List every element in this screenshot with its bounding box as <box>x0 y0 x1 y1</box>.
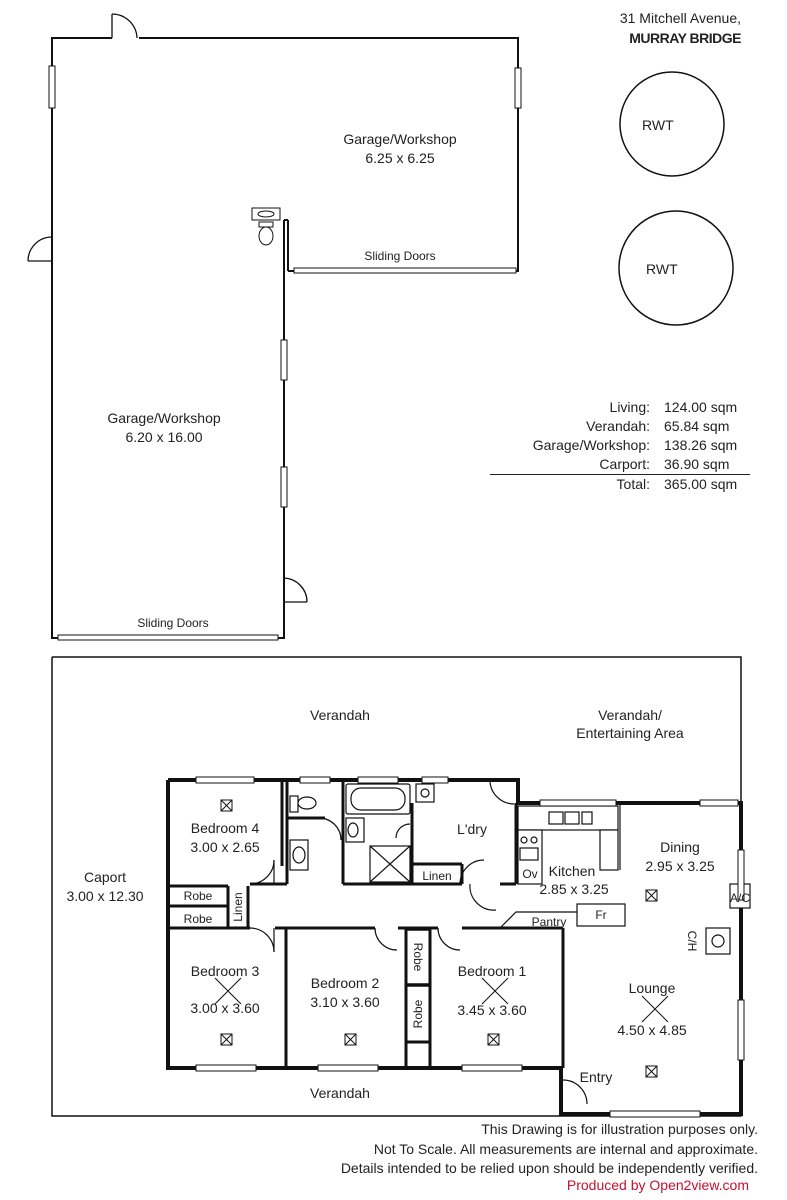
robe-frames <box>405 929 431 1043</box>
garage-windows <box>48 65 522 641</box>
pantry-outline <box>499 911 577 929</box>
entry-label: Entry <box>579 1069 613 1085</box>
area-total-row: Total:365.00 sqm <box>490 474 750 494</box>
lounge-name: Lounge <box>628 980 676 996</box>
area-row: Carport:36.90 sqm <box>599 456 730 472</box>
bedroom1-name: Bedroom 1 <box>457 963 527 979</box>
house-windows <box>195 776 745 1118</box>
kitchen-size: 2.85 x 3.25 <box>539 881 609 897</box>
pantry-label: Pantry <box>531 915 567 929</box>
address-street: 31 Mitchell Avenue, <box>619 10 741 26</box>
garage-lower-name: Garage/Workshop <box>107 410 221 426</box>
garage-toilet-icon <box>251 207 281 246</box>
bedroom2-name: Bedroom 2 <box>310 975 380 991</box>
area-row: Living:124.00 sqm <box>609 399 738 415</box>
bedroom4-name: Bedroom 4 <box>190 820 260 836</box>
disclaimer-line: Details intended to be relied upon shoul… <box>340 1160 758 1176</box>
area-row: Garage/Workshop:138.26 sqm <box>532 437 738 453</box>
ac-label: A/C <box>729 891 750 905</box>
rwt-tank-1 <box>619 71 725 177</box>
lounge-size: 4.50 x 4.85 <box>617 1022 687 1038</box>
bedroom3-size: 3.00 x 3.60 <box>190 1000 260 1016</box>
rwt-label-1: RWT <box>642 117 674 133</box>
robe-label-2: Robe <box>183 912 213 926</box>
bathroom-fixtures <box>289 783 751 955</box>
laundry-label: L'dry <box>457 821 487 837</box>
kitchen-cabinets <box>517 805 626 927</box>
oven-label: Ov <box>522 867 538 881</box>
address-city: MURRAY BRIDGE <box>629 30 741 46</box>
property-address: 31 Mitchell Avenue, MURRAY BRIDGE <box>619 8 742 48</box>
rwt-label-2: RWT <box>646 261 678 277</box>
verandah-top-label: Verandah <box>310 707 370 723</box>
area-summary-table: Living:124.00 sqm Verandah:65.84 sqm Gar… <box>490 398 750 494</box>
garage-upper-doors: Sliding Doors <box>364 249 436 263</box>
robe-label-1: Robe <box>183 889 213 903</box>
linen-label-vertical: Linen <box>231 892 245 922</box>
house-walls <box>166 778 743 1116</box>
bedroom1-size: 3.45 x 3.60 <box>457 1002 527 1018</box>
house-door-arcs <box>249 779 680 1105</box>
garage-upper-size: 6.25 x 6.25 <box>365 150 435 166</box>
verandah-bottom-label: Verandah <box>310 1085 370 1101</box>
disclaimer: This Drawing is for illustration purpose… <box>341 1120 758 1179</box>
garage-upper-name: Garage/Workshop <box>343 131 457 147</box>
light-fitting-icons <box>220 799 658 1078</box>
linen-label-horizontal: Linen <box>422 869 452 883</box>
dining-name: Dining <box>660 839 700 855</box>
bedroom3-name: Bedroom 3 <box>190 963 260 979</box>
rwt-tank-2 <box>618 210 734 326</box>
robe-label-4: Robe <box>411 999 425 1029</box>
fridge-label: Fr <box>595 908 607 922</box>
disclaimer-line: Not To Scale. All measurements are inter… <box>373 1140 758 1157</box>
ch-label: C/H <box>685 930 699 952</box>
ceiling-fan-icons <box>214 977 669 1023</box>
carport-size: 3.00 x 12.30 <box>66 888 144 904</box>
kitchen-name: Kitchen <box>548 863 596 879</box>
verandah-entertaining-label-2: Entertaining Area <box>576 725 684 741</box>
disclaimer-line: This Drawing is for illustration purpose… <box>481 1121 758 1137</box>
robe-label-3: Robe <box>411 942 425 972</box>
garage-outline <box>51 37 519 639</box>
carport-name: Caport <box>83 869 127 885</box>
area-row: Verandah:65.84 sqm <box>586 418 730 434</box>
verandah-entertaining-label-1: Verandah/ <box>598 707 662 723</box>
garage-lower-doors: Sliding Doors <box>137 616 209 630</box>
bedroom4-size: 3.00 x 2.65 <box>190 839 260 855</box>
bedroom2-size: 3.10 x 3.60 <box>310 994 380 1010</box>
dining-size: 2.95 x 3.25 <box>645 858 715 874</box>
garage-door-arcs <box>27 13 308 603</box>
garage-lower-size: 6.20 x 16.00 <box>125 429 203 445</box>
credit-link[interactable]: Produced by Open2view.com <box>566 1177 749 1193</box>
